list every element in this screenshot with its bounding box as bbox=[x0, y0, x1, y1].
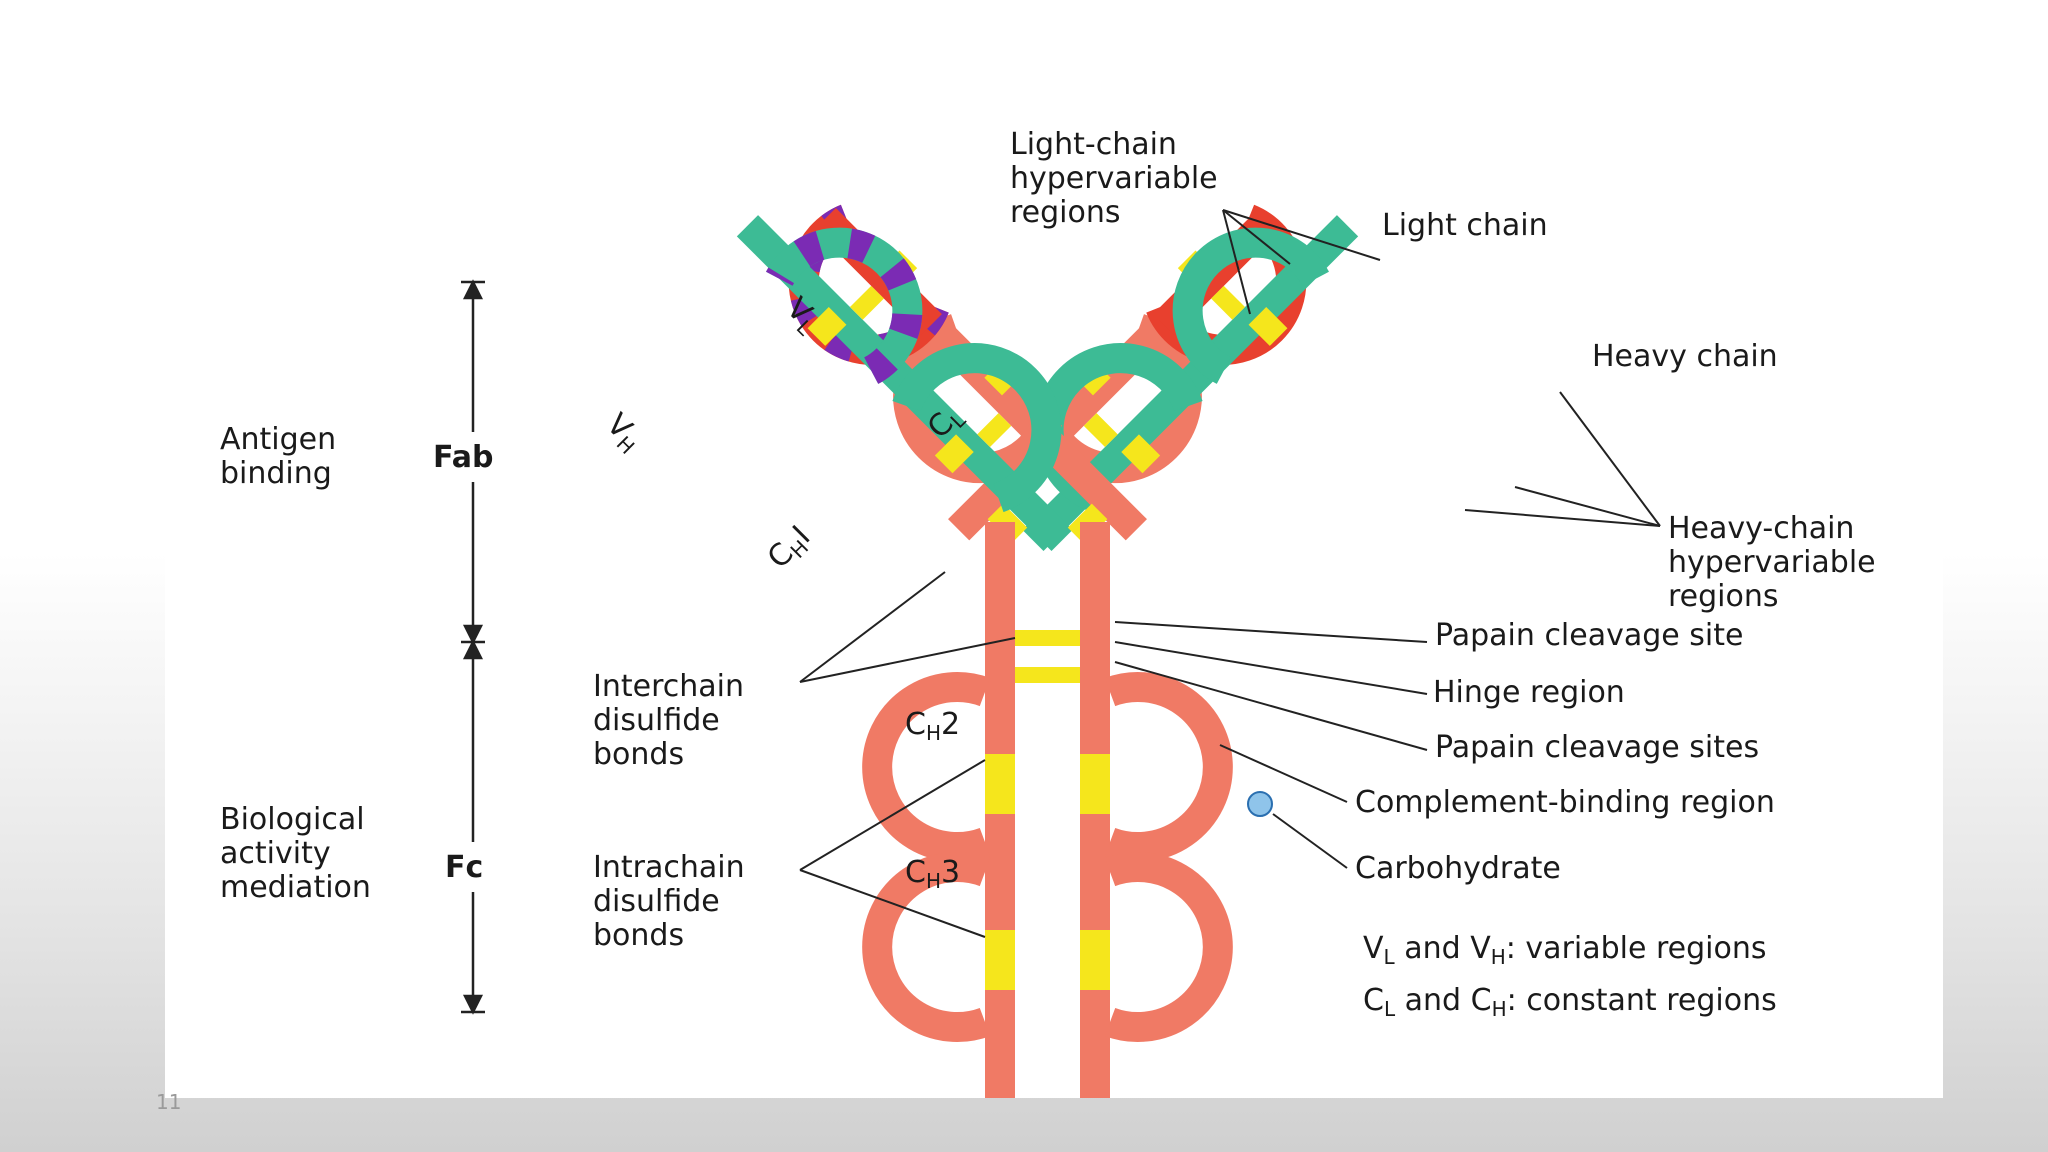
ch3-right-loop bbox=[1104, 852, 1233, 1042]
heavy-chain-label: Heavy chain bbox=[1592, 339, 1778, 374]
antigen-binding-label: Antigen binding bbox=[220, 422, 346, 491]
vh-domain-label: VH bbox=[597, 407, 649, 459]
ch2-right-loop bbox=[1104, 672, 1233, 862]
ch2-domain-label: CH2 bbox=[905, 707, 960, 745]
fc-label: Fc bbox=[445, 850, 483, 885]
right-leader-lines bbox=[1114, 209, 1661, 869]
ch3-domain-label: CH3 bbox=[905, 855, 960, 893]
carbohydrate-label: Carbohydrate bbox=[1355, 851, 1561, 886]
light-chain-label: Light chain bbox=[1382, 208, 1548, 243]
light-chain-hypervariable-label: Light-chain hypervariable regions bbox=[1010, 127, 1227, 230]
region-bracket bbox=[461, 279, 485, 1015]
slide-number: 11 bbox=[156, 1090, 182, 1114]
papain-cleavage-site-label: Papain cleavage site bbox=[1435, 618, 1743, 653]
hinge-disulfide-bond bbox=[1015, 630, 1080, 646]
intrachain-bond-ch2-right bbox=[1080, 754, 1110, 814]
left-light-chain bbox=[1022, 215, 1359, 551]
interchain-disulfide-label: Interchain disulfide bonds bbox=[593, 669, 754, 772]
right-light-chain bbox=[736, 215, 1073, 551]
hinge-region-label: Hinge region bbox=[1433, 675, 1625, 710]
complement-binding-region-label: Complement-binding region bbox=[1355, 785, 1775, 820]
papain-cleavage-sites-label: Papain cleavage sites bbox=[1435, 730, 1759, 765]
intrachain-bond-ch2-left bbox=[985, 754, 1015, 814]
slide-page: VL VH CL CHI CH2 CH3 Fab Fc Antigen bind… bbox=[165, 82, 1943, 1098]
intrachain-disulfide-label: Intrachain disulfide bonds bbox=[593, 850, 754, 953]
legend-variable-regions: VL and VH: variable regions bbox=[1363, 931, 1767, 969]
antibody-structure-diagram: VL VH CL CHI CH2 CH3 Fab Fc Antigen bind… bbox=[220, 127, 1885, 1098]
intrachain-bond-ch3-right bbox=[1080, 930, 1110, 990]
ch2-left-loop bbox=[862, 672, 991, 862]
fc-stem bbox=[862, 522, 1273, 1098]
carbohydrate-marker bbox=[1247, 791, 1273, 817]
biological-activity-label: Biological activity mediation bbox=[220, 802, 374, 905]
intrachain-bond-ch3-left bbox=[985, 930, 1015, 990]
ch3-left-loop bbox=[862, 852, 991, 1042]
right-fab-arm bbox=[736, 204, 1147, 551]
hinge-disulfide-bond bbox=[1015, 667, 1080, 683]
ch1-domain-label: CHI bbox=[761, 519, 820, 578]
legend-constant-regions: CL and CH: constant regions bbox=[1363, 983, 1777, 1021]
heavy-chain-hypervariable-label: Heavy-chain hypervariable regions bbox=[1668, 511, 1885, 614]
fab-label: Fab bbox=[433, 440, 493, 475]
left-leader-lines bbox=[799, 571, 1016, 938]
